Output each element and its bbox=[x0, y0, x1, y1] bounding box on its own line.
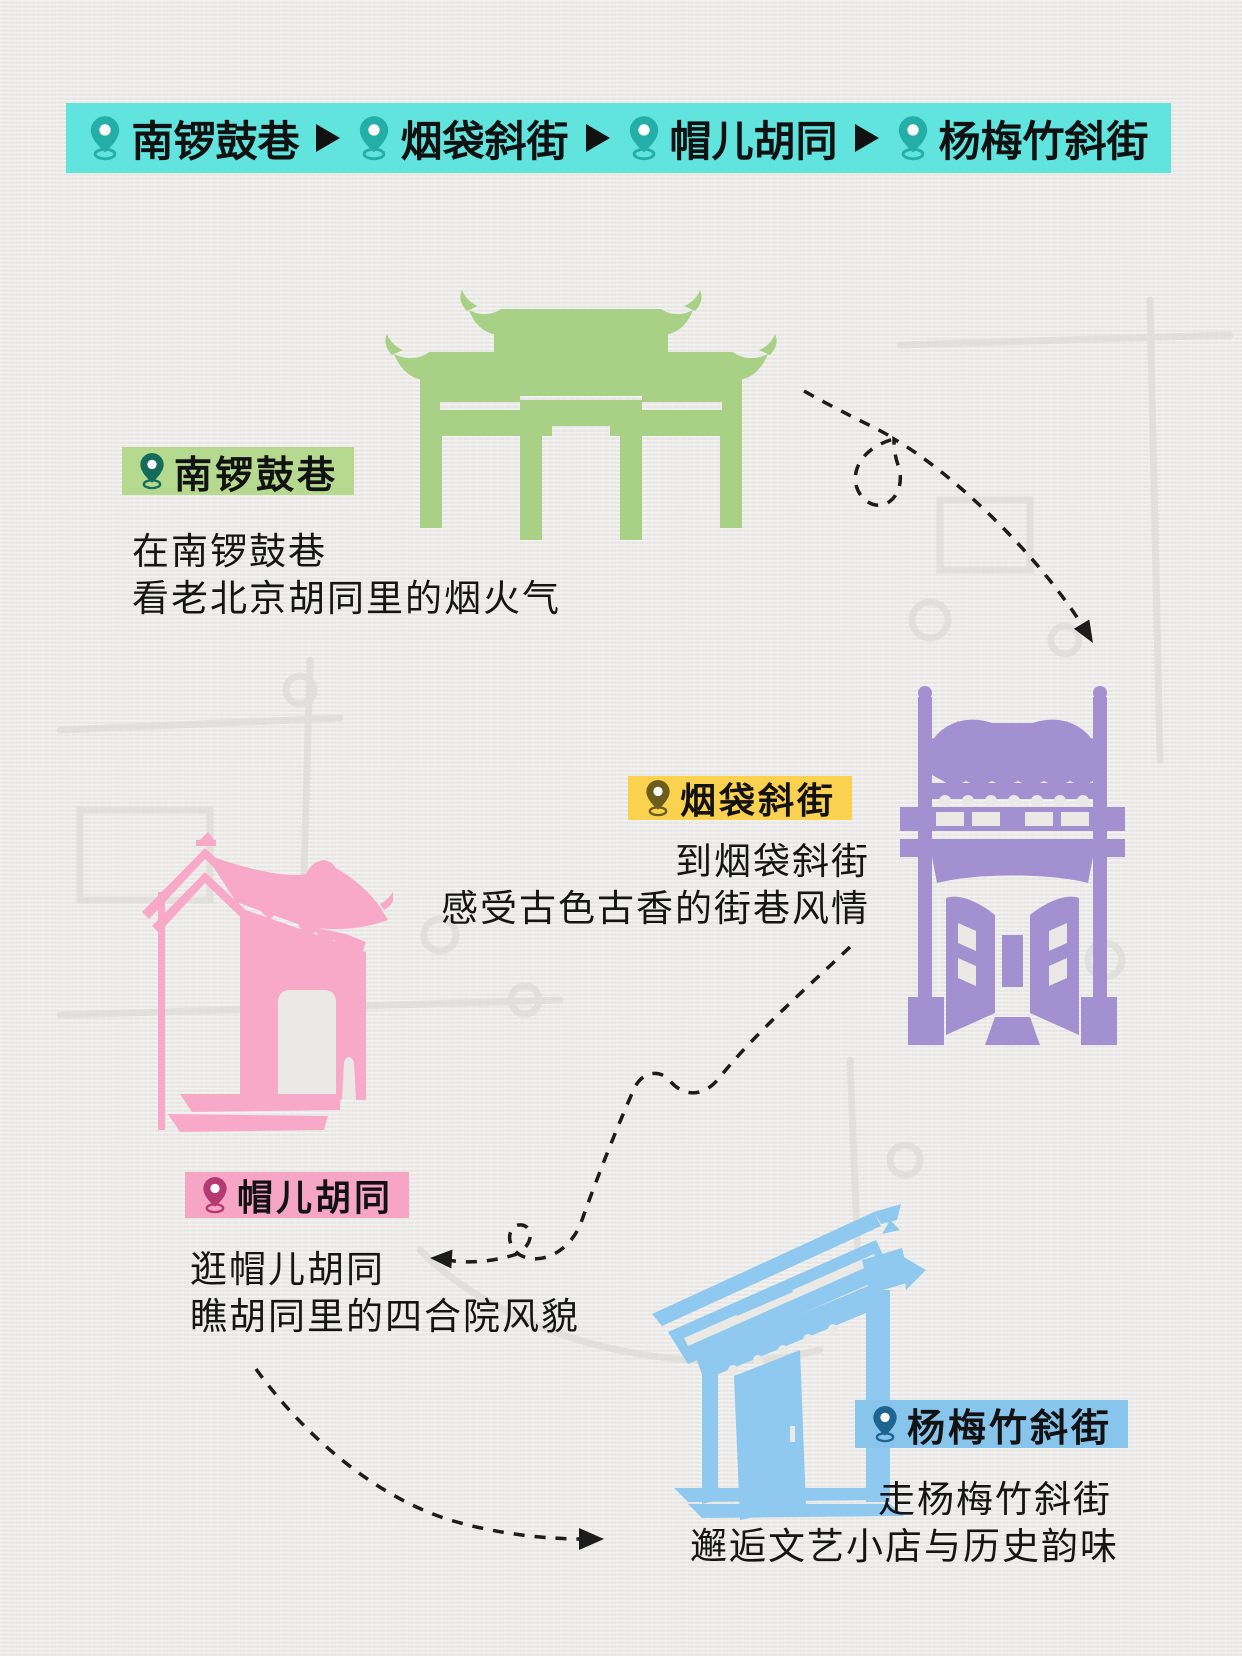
route-banner-stop-1: 南锣鼓巷 bbox=[88, 108, 299, 169]
description-line: 走杨梅竹斜街 bbox=[878, 1479, 1112, 1520]
stop-name: 帽儿胡同 bbox=[237, 1177, 394, 1218]
route-banner-stop-label: 帽儿胡同 bbox=[669, 117, 838, 165]
route-connector-arrow-1 bbox=[803, 389, 1093, 643]
description-line: 在南锣鼓巷 bbox=[132, 531, 327, 572]
location-pin-icon bbox=[646, 780, 670, 817]
yandai-xiejie-gate-illustration bbox=[900, 686, 1125, 1045]
route-banner-stop-4: 杨梅竹斜街 bbox=[896, 108, 1149, 169]
location-pin-icon bbox=[629, 116, 658, 161]
description-line: 到烟袋斜街 bbox=[675, 841, 870, 882]
yangmeizhu-xiejie-doorway-illustration bbox=[652, 1204, 926, 1520]
location-pin-icon bbox=[91, 116, 120, 161]
description-line: 感受古色古香的街巷风情 bbox=[441, 888, 870, 929]
stop-description-yangmeizhu-xiejie: 走杨梅竹斜街 邂逅文艺小店与历史韵味 bbox=[690, 1476, 1119, 1570]
stop-label-yandai-xiejie: 烟袋斜街 bbox=[628, 776, 853, 821]
location-pin-icon bbox=[360, 116, 389, 161]
route-connector-arrow-3 bbox=[254, 1367, 604, 1550]
stop-label-yangmeizhu-xiejie: 杨梅竹斜街 bbox=[855, 1400, 1129, 1450]
nanluoguxiang-archway-illustration bbox=[385, 290, 777, 540]
location-pin-icon bbox=[140, 453, 164, 490]
maoer-hutong-gate-illustration bbox=[142, 832, 393, 1132]
route-arrow-icon bbox=[316, 124, 341, 152]
route-banner-stop-3: 帽儿胡同 bbox=[627, 108, 838, 169]
stop-description-maoer-hutong: 逛帽儿胡同 瞧胡同里的四合院风貌 bbox=[190, 1246, 580, 1340]
route-arrow-icon bbox=[854, 124, 879, 152]
route-banner: 南锣鼓巷 烟袋斜街 帽儿胡同 杨梅竹斜街 bbox=[66, 103, 1171, 173]
route-banner-stop-label: 南锣鼓巷 bbox=[131, 117, 300, 165]
description-line: 看老北京胡同里的烟火气 bbox=[132, 578, 561, 619]
route-banner-stop-label: 烟袋斜街 bbox=[400, 117, 569, 165]
stop-name: 南锣鼓巷 bbox=[174, 454, 339, 497]
route-arrow-icon bbox=[585, 124, 610, 152]
stop-label-nanluoguxiang: 南锣鼓巷 bbox=[122, 447, 355, 497]
location-pin-icon bbox=[203, 1177, 227, 1214]
location-pin-icon bbox=[873, 1406, 897, 1443]
route-banner-stop-2: 烟袋斜街 bbox=[357, 108, 569, 169]
description-line: 邂逅文艺小店与历史韵味 bbox=[690, 1526, 1119, 1567]
stop-name: 烟袋斜街 bbox=[680, 780, 837, 821]
description-line: 逛帽儿胡同 bbox=[190, 1249, 385, 1290]
stop-description-yandai-xiejie: 到烟袋斜街 感受古色古香的街巷风情 bbox=[430, 838, 870, 932]
route-connector-arrow-2 bbox=[430, 945, 852, 1269]
location-pin-icon bbox=[898, 116, 927, 161]
stop-label-maoer-hutong: 帽儿胡同 bbox=[185, 1172, 410, 1218]
route-banner-stop-label: 杨梅竹斜街 bbox=[938, 117, 1149, 165]
description-line: 瞧胡同里的四合院风貌 bbox=[190, 1296, 580, 1337]
stop-description-nanluoguxiang: 在南锣鼓巷 看老北京胡同里的烟火气 bbox=[132, 528, 561, 622]
stop-name: 杨梅竹斜街 bbox=[907, 1407, 1113, 1450]
